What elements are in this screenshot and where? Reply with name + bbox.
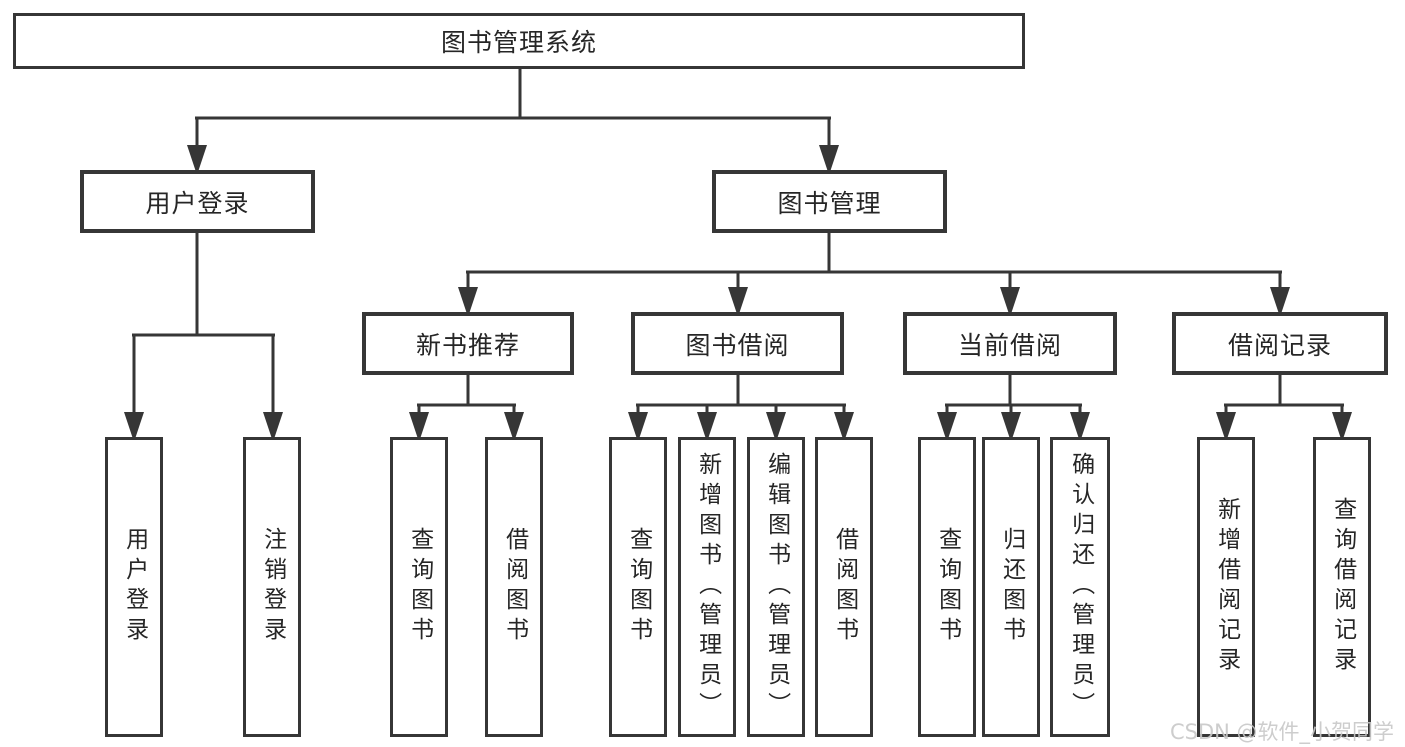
node-current-borrowing: 当前借阅 [903, 312, 1117, 375]
leaf-records-add-record-label: 新增借阅记录 [1213, 497, 1240, 677]
node-borrowing-records-label: 借阅记录 [1227, 330, 1332, 360]
leaf-records-query-record: 查询借阅记录 [1313, 437, 1371, 737]
node-root-label: 图书管理系统 [440, 28, 597, 57]
node-book-management-label: 图书管理 [777, 188, 882, 218]
leaf-borrowing-query-books-label: 查询图书 [625, 527, 652, 647]
leaf-current-confirm-return: 确认归还（管理员） [1050, 437, 1110, 737]
leaf-borrowing-borrow-books-label: 借阅图书 [831, 527, 858, 647]
node-borrowing-records: 借阅记录 [1172, 312, 1388, 375]
leaf-current-confirm-return-label: 确认归还（管理员） [1067, 452, 1094, 722]
leaf-recommend-query-books-label: 查询图书 [406, 527, 433, 647]
leaf-borrowing-query-books: 查询图书 [609, 437, 667, 737]
watermark: CSDN @软件_小贺同学 [1170, 720, 1395, 744]
node-new-book-recommend: 新书推荐 [362, 312, 574, 375]
node-book-borrowing: 图书借阅 [631, 312, 844, 375]
leaf-borrowing-add-books-label: 新增图书（管理员） [694, 452, 721, 722]
leaf-user-login-label: 用户登录 [121, 527, 148, 647]
leaf-borrowing-borrow-books: 借阅图书 [815, 437, 873, 737]
node-current-borrowing-label: 当前借阅 [957, 330, 1062, 360]
leaf-current-query-books-label: 查询图书 [934, 527, 961, 647]
leaf-current-return-books-label: 归还图书 [998, 527, 1025, 647]
leaf-records-query-record-label: 查询借阅记录 [1329, 497, 1356, 677]
node-user-login: 用户登录 [80, 170, 315, 233]
leaf-current-return-books: 归还图书 [982, 437, 1040, 737]
node-root: 图书管理系统 [13, 13, 1025, 69]
node-book-management: 图书管理 [712, 170, 947, 233]
leaf-logout-label: 注销登录 [259, 527, 286, 647]
leaf-recommend-borrow-books: 借阅图书 [485, 437, 543, 737]
leaf-logout: 注销登录 [243, 437, 301, 737]
leaf-borrowing-edit-books: 编辑图书（管理员） [747, 437, 805, 737]
node-user-login-label: 用户登录 [145, 188, 250, 218]
leaf-current-query-books: 查询图书 [918, 437, 976, 737]
leaf-borrowing-add-books: 新增图书（管理员） [678, 437, 736, 737]
leaf-user-login: 用户登录 [105, 437, 163, 737]
node-book-borrowing-label: 图书借阅 [685, 330, 790, 360]
leaf-borrowing-edit-books-label: 编辑图书（管理员） [763, 452, 790, 722]
leaf-recommend-borrow-books-label: 借阅图书 [501, 527, 528, 647]
leaf-recommend-query-books: 查询图书 [390, 437, 448, 737]
leaf-records-add-record: 新增借阅记录 [1197, 437, 1255, 737]
node-new-book-recommend-label: 新书推荐 [415, 330, 520, 360]
